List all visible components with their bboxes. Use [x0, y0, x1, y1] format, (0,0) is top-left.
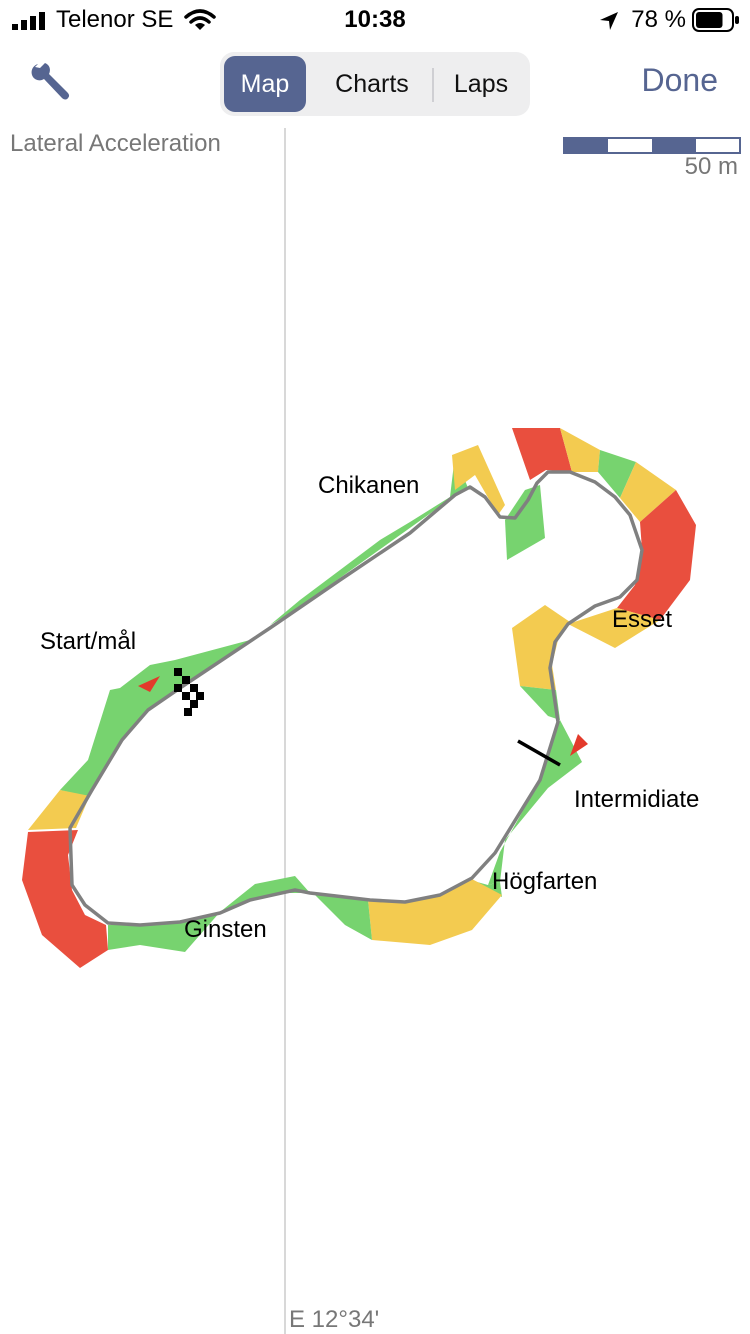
band-high-right-bend [617, 490, 696, 620]
done-button[interactable]: Done [641, 62, 719, 98]
tab-charts[interactable]: Charts [335, 70, 409, 98]
location-arrow-icon [600, 12, 618, 30]
corner-label-esset: Esset [612, 606, 673, 633]
band-medium-chicane [452, 445, 505, 515]
meridian-line [284, 128, 286, 1334]
band-low-chicane [505, 485, 545, 560]
band-medium-esset [568, 608, 660, 648]
corner-label-start-finish: Start/mål [40, 628, 137, 655]
nav-bar: Map Charts Laps Done [0, 46, 750, 126]
tab-laps[interactable]: Laps [453, 70, 509, 98]
wrench-icon[interactable] [28, 60, 72, 104]
corner-label-ginsten: Ginsten [184, 916, 267, 943]
status-bar: Telenor SE 10:38 78 % [0, 0, 750, 40]
tab-map[interactable]: Map [224, 56, 306, 112]
metric-label: Lateral Acceleration [10, 130, 221, 157]
track-line [68, 470, 644, 927]
cellular-signal-icon [12, 12, 45, 30]
band-low-top [598, 450, 636, 498]
band-medium-esset-inner [512, 605, 570, 690]
segment-divider [432, 68, 434, 102]
corner-label-chicane: Chikanen [318, 472, 420, 499]
scale-label: 50 m [684, 153, 738, 180]
carrier-name: Telenor SE [56, 6, 174, 33]
band-medium-hogfarten [368, 878, 502, 945]
longitude-label: E 12°34' [289, 1306, 380, 1333]
view-segmented-control: Map Charts Laps [220, 52, 530, 116]
band-medium-top [560, 428, 600, 472]
battery-icon [692, 8, 739, 32]
intermediate-marker [517, 739, 561, 767]
corner-label-intermediate: Intermidiate [574, 786, 700, 813]
checkered-flag-icon [174, 668, 204, 716]
clock: 10:38 [344, 6, 406, 33]
corner-label-hogfarten: Högfarten [492, 868, 598, 895]
band-low-bottom-left [108, 912, 220, 952]
band-medium-top-right [620, 462, 676, 522]
band-low-intermediate [488, 720, 582, 885]
band-low-esset-exit [520, 686, 560, 720]
band-high-left-hairpin [22, 830, 108, 968]
intermediate-flag-icon [570, 734, 588, 756]
band-low-bottom [315, 895, 372, 940]
start-flag-icon [138, 676, 160, 692]
wifi-icon [184, 9, 216, 30]
map-scale-bar [563, 137, 741, 154]
band-high-chicane-exit [512, 428, 572, 480]
battery-percent: 78 % [631, 6, 686, 33]
